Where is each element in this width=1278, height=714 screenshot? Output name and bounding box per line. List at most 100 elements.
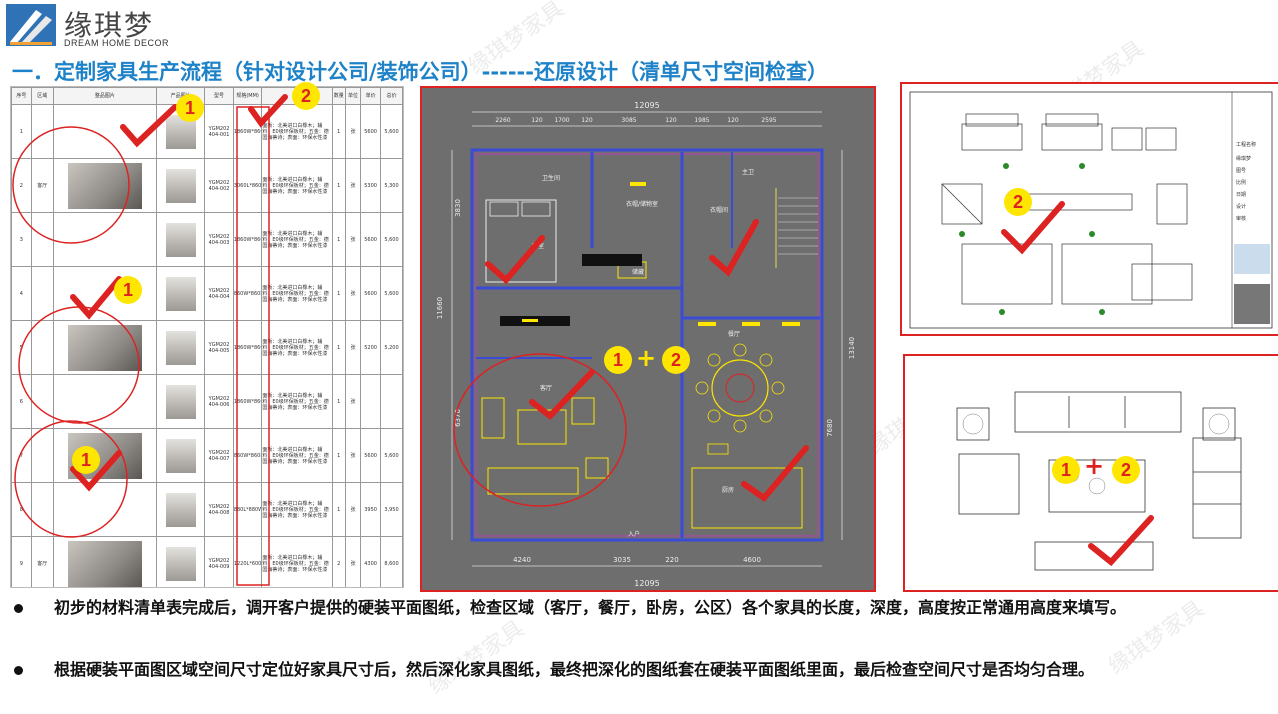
header-cell: 规格(MM) [232, 87, 263, 105]
table-cell-model: YGM202 404-008 [204, 482, 234, 537]
highlight-column [236, 106, 270, 586]
table-cell-total: 8,600 [379, 536, 403, 587]
product-thumb [165, 276, 196, 311]
check-mark-icon [709, 219, 759, 277]
dim-bottom: 4600 [743, 556, 761, 564]
table-cell-unit: 张 [344, 536, 362, 587]
table-cell-total: 5,600 [379, 212, 403, 267]
dim-top: 1700 [554, 117, 569, 124]
dim-bottom: 4240 [513, 556, 531, 564]
product-thumb [165, 492, 196, 527]
bullet-text: 初步的材料清单表完成后，调开客户提供的硬装平面图纸，检查区域（客厅，餐厅，卧房，… [54, 598, 1127, 617]
dim-right: 13140 [848, 337, 856, 359]
dim-top: 3085 [621, 117, 636, 124]
table-cell-total: 3,950 [379, 482, 403, 537]
dim-top: 120 [727, 117, 739, 124]
material-cell: 面板：北美进口白橡木；辅料：E0级环保板材；五金：德国海蒂诗；表面：环保水性漆 [261, 482, 333, 537]
room-label: 主卫 [742, 168, 754, 176]
check-mark-icon [1001, 201, 1065, 255]
product-thumb [165, 222, 196, 257]
table-cell-unit: 张 [344, 482, 362, 537]
header-cell: 单价 [360, 87, 381, 105]
step-badge-1: 1 [1052, 456, 1080, 484]
room-label: 厨房 [722, 486, 734, 494]
material-cell: 面板：北美进口白橡木；辅料：E0级环保板材；五金：德国海蒂诗；表面：环保水性漆 [261, 320, 333, 375]
dim-top: 2260 [495, 117, 510, 124]
title-block-row: 日期 [1236, 192, 1246, 198]
dim-bottom: 3035 [613, 556, 631, 564]
scene-image [52, 212, 157, 267]
highlight-circle [12, 126, 130, 244]
bullet-text: 根据硬装平面图区域空间尺寸定位好家具尺寸后，然后深化家具图纸，最终把深化的图纸套… [54, 660, 1095, 679]
plus-sign: + [636, 344, 657, 372]
table-cell-unit: 张 [344, 212, 362, 267]
title-block-row: 审核 [1236, 215, 1246, 222]
check-mark-icon [70, 276, 122, 320]
step-badge-1: 1 [72, 446, 100, 474]
step-badge-1: 1 [604, 346, 632, 374]
table-cell-model: YGM202 404-004 [204, 266, 234, 321]
step-badge-2: 2 [292, 82, 320, 110]
table-cell-unit: 张 [344, 266, 362, 321]
room-label: 客厅 [540, 384, 552, 392]
product-thumb [165, 384, 196, 419]
dim-left: 3830 [454, 199, 462, 217]
product-thumb [165, 546, 196, 581]
step-badge-1: 1 [176, 94, 204, 122]
dim-bottom: 220 [665, 556, 678, 564]
dim-total-top: 12095 [634, 101, 659, 110]
dim-top: 120 [531, 117, 543, 124]
product-photo [67, 540, 142, 587]
dim-total-bottom: 12095 [634, 579, 659, 588]
highlight-circle [18, 306, 140, 424]
check-mark-icon [485, 235, 545, 285]
step-badge-1: 1 [114, 276, 142, 304]
dim-top: 120 [665, 117, 677, 124]
scene-image [52, 536, 157, 587]
check-mark-icon [248, 94, 288, 128]
dim-left: 6370 [454, 409, 462, 427]
dim-top: 120 [581, 117, 593, 124]
title-block-row: 缘琪梦 [1236, 155, 1251, 162]
product-image [155, 482, 206, 537]
brand-name-cn: 缘琪梦 [64, 9, 155, 42]
check-mark-icon [1088, 515, 1154, 567]
header-cell: 区域 [30, 87, 54, 105]
table-cell-model: YGM202 404-009 [204, 536, 234, 587]
material-cell: 面板：北美进口白橡木；辅料：E0级环保板材；五金：德国海蒂诗；表面：环保水性漆 [261, 266, 333, 321]
room-label: 入户 [628, 530, 640, 538]
room-label: 卫生间 [542, 174, 560, 182]
product-image [155, 320, 206, 375]
title-block-row: 设计 [1236, 203, 1246, 210]
step-badge-2: 2 [662, 346, 690, 374]
brand-name-en: DREAM HOME DECOR [64, 38, 170, 48]
elevation-drawing-panel: 工程名称 缘琪梦图号比例日期设计审核 [900, 82, 1278, 336]
scene-image [52, 428, 157, 483]
list-annotations [12, 94, 288, 586]
material-cell: 面板：北美进口白橡木；辅料：E0级环保板材；五金：德国海蒂诗；表面：环保水性漆 [261, 428, 333, 483]
scene-image [52, 158, 157, 213]
product-image [155, 212, 206, 267]
room-label: 衣帽间 [710, 206, 728, 214]
material-cell: 面板：北美进口白橡木；辅料：E0级环保板材；五金：德国海蒂诗；表面：环保水性漆 [261, 374, 333, 429]
check-mark-icon [741, 445, 809, 503]
bullet-dot-icon [14, 604, 23, 613]
step-badge-2: 2 [1112, 456, 1140, 484]
header-cell: 数量 [331, 87, 346, 105]
check-mark-icon [120, 104, 178, 148]
product-thumb [165, 438, 196, 473]
table-cell-total: 5,600 [379, 104, 403, 159]
product-image [155, 374, 206, 429]
product-image [155, 536, 206, 587]
step-badge-2: 2 [1004, 188, 1032, 216]
logo-icon [6, 4, 56, 46]
page-title: 一．定制家具生产流程（针对设计公司/装饰公司）------还原设计（清单尺寸空间… [12, 60, 828, 84]
material-list-panel: 序号 区域 整品图片 产品图片 型号 规格(MM) 材质 数量 单位 单价 总价… [10, 86, 404, 588]
title-block-row: 比例 [1236, 179, 1246, 186]
